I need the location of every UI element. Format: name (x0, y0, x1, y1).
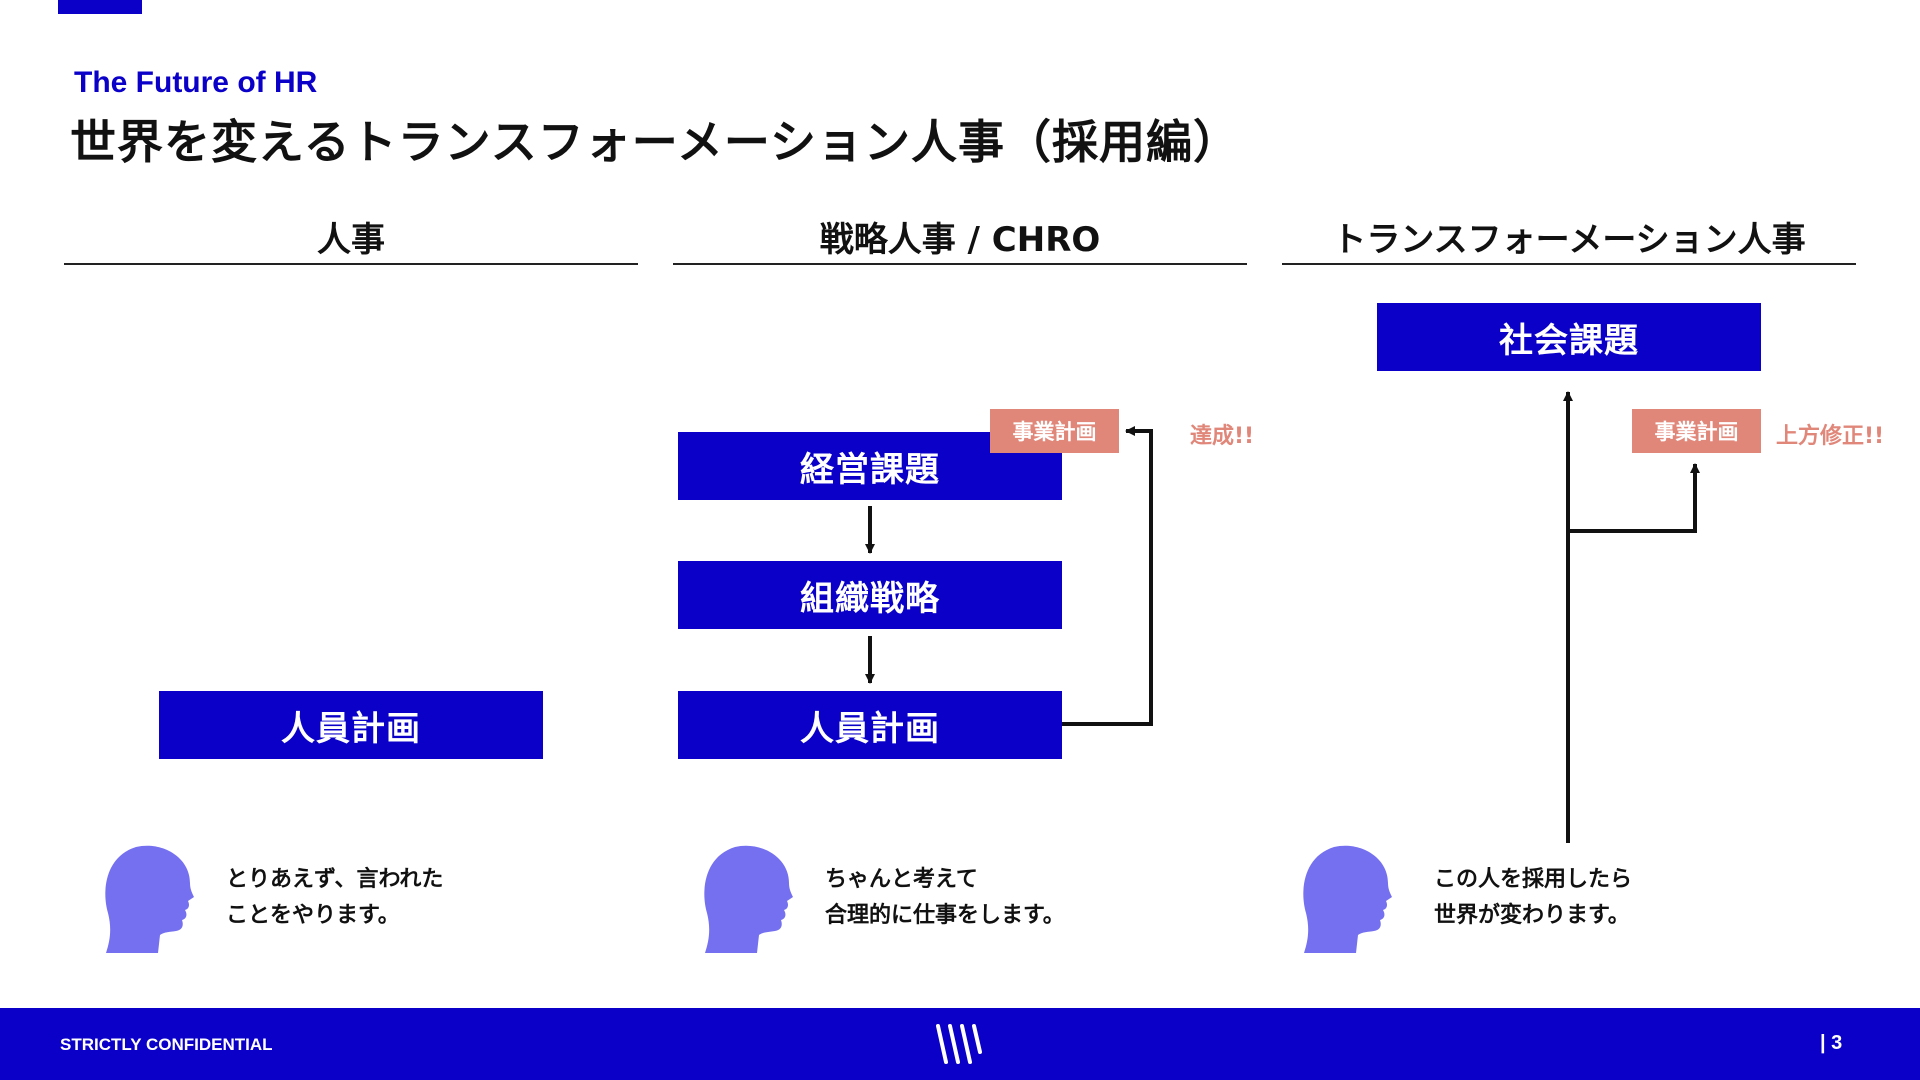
description-strategic-hr: ちゃんと考えて 合理的に仕事をします。 (825, 862, 1065, 934)
column-header-hr: 人事 (317, 220, 385, 260)
box-staffing-plan-hr: 人員計画 (159, 691, 543, 759)
box-social-issues: 社会課題 (1377, 303, 1761, 371)
footer-page-number: | 3 (1820, 1032, 1843, 1054)
description-line: 世界が変わります。 (1434, 903, 1630, 928)
person-head-silhouette-icon (105, 845, 194, 953)
description-line: ことをやります。 (226, 903, 400, 928)
note-upward-revision: 上方修正!! (1776, 424, 1885, 449)
tag-business-plan-strategic: 事業計画 (990, 409, 1119, 453)
description-line: 合理的に仕事をします。 (825, 903, 1065, 928)
person-head-silhouette-icon (1303, 845, 1392, 953)
description-line: とりあえず、言われた (226, 867, 444, 892)
description-line: この人を採用したら (1434, 867, 1633, 892)
top-accent-tab (58, 0, 142, 14)
footer-bar (0, 1008, 1920, 1080)
arrow-branch-to-business-plan (1568, 463, 1700, 533)
box-staffing-plan-strategic: 人員計画 (678, 691, 1062, 759)
description-line: ちゃんと考えて (825, 867, 978, 892)
description-hr: とりあえず、言われた ことをやります。 (226, 862, 443, 934)
slide-subtitle: The Future of HR (74, 66, 318, 99)
column-header-transformation-hr: トランスフォーメーション人事 (1332, 220, 1806, 260)
footer-confidential-label: STRICTLY CONFIDENTIAL (60, 1035, 273, 1054)
box-organization-strategy: 組織戦略 (678, 561, 1062, 629)
box-management-issues: 経営課題 (678, 432, 1062, 500)
arrow-staffing-to-business-plan (1062, 426, 1153, 726)
description-transformation-hr: この人を採用したら 世界が変わります。 (1434, 862, 1632, 934)
tag-business-plan-transformation: 事業計画 (1632, 409, 1761, 453)
person-head-silhouette-icon (704, 845, 793, 953)
column-header-strategic-hr: 戦略人事 / CHRO (819, 220, 1101, 260)
column-rule-hr (64, 263, 638, 265)
brand-logo-icon (936, 1024, 982, 1064)
slide-title: 世界を変えるトランスフォーメーション人事（採用編） (70, 115, 1240, 169)
column-rule-strategic-hr (673, 263, 1247, 265)
note-achieved: 達成!! (1190, 424, 1255, 449)
column-rule-transformation-hr (1282, 263, 1856, 265)
